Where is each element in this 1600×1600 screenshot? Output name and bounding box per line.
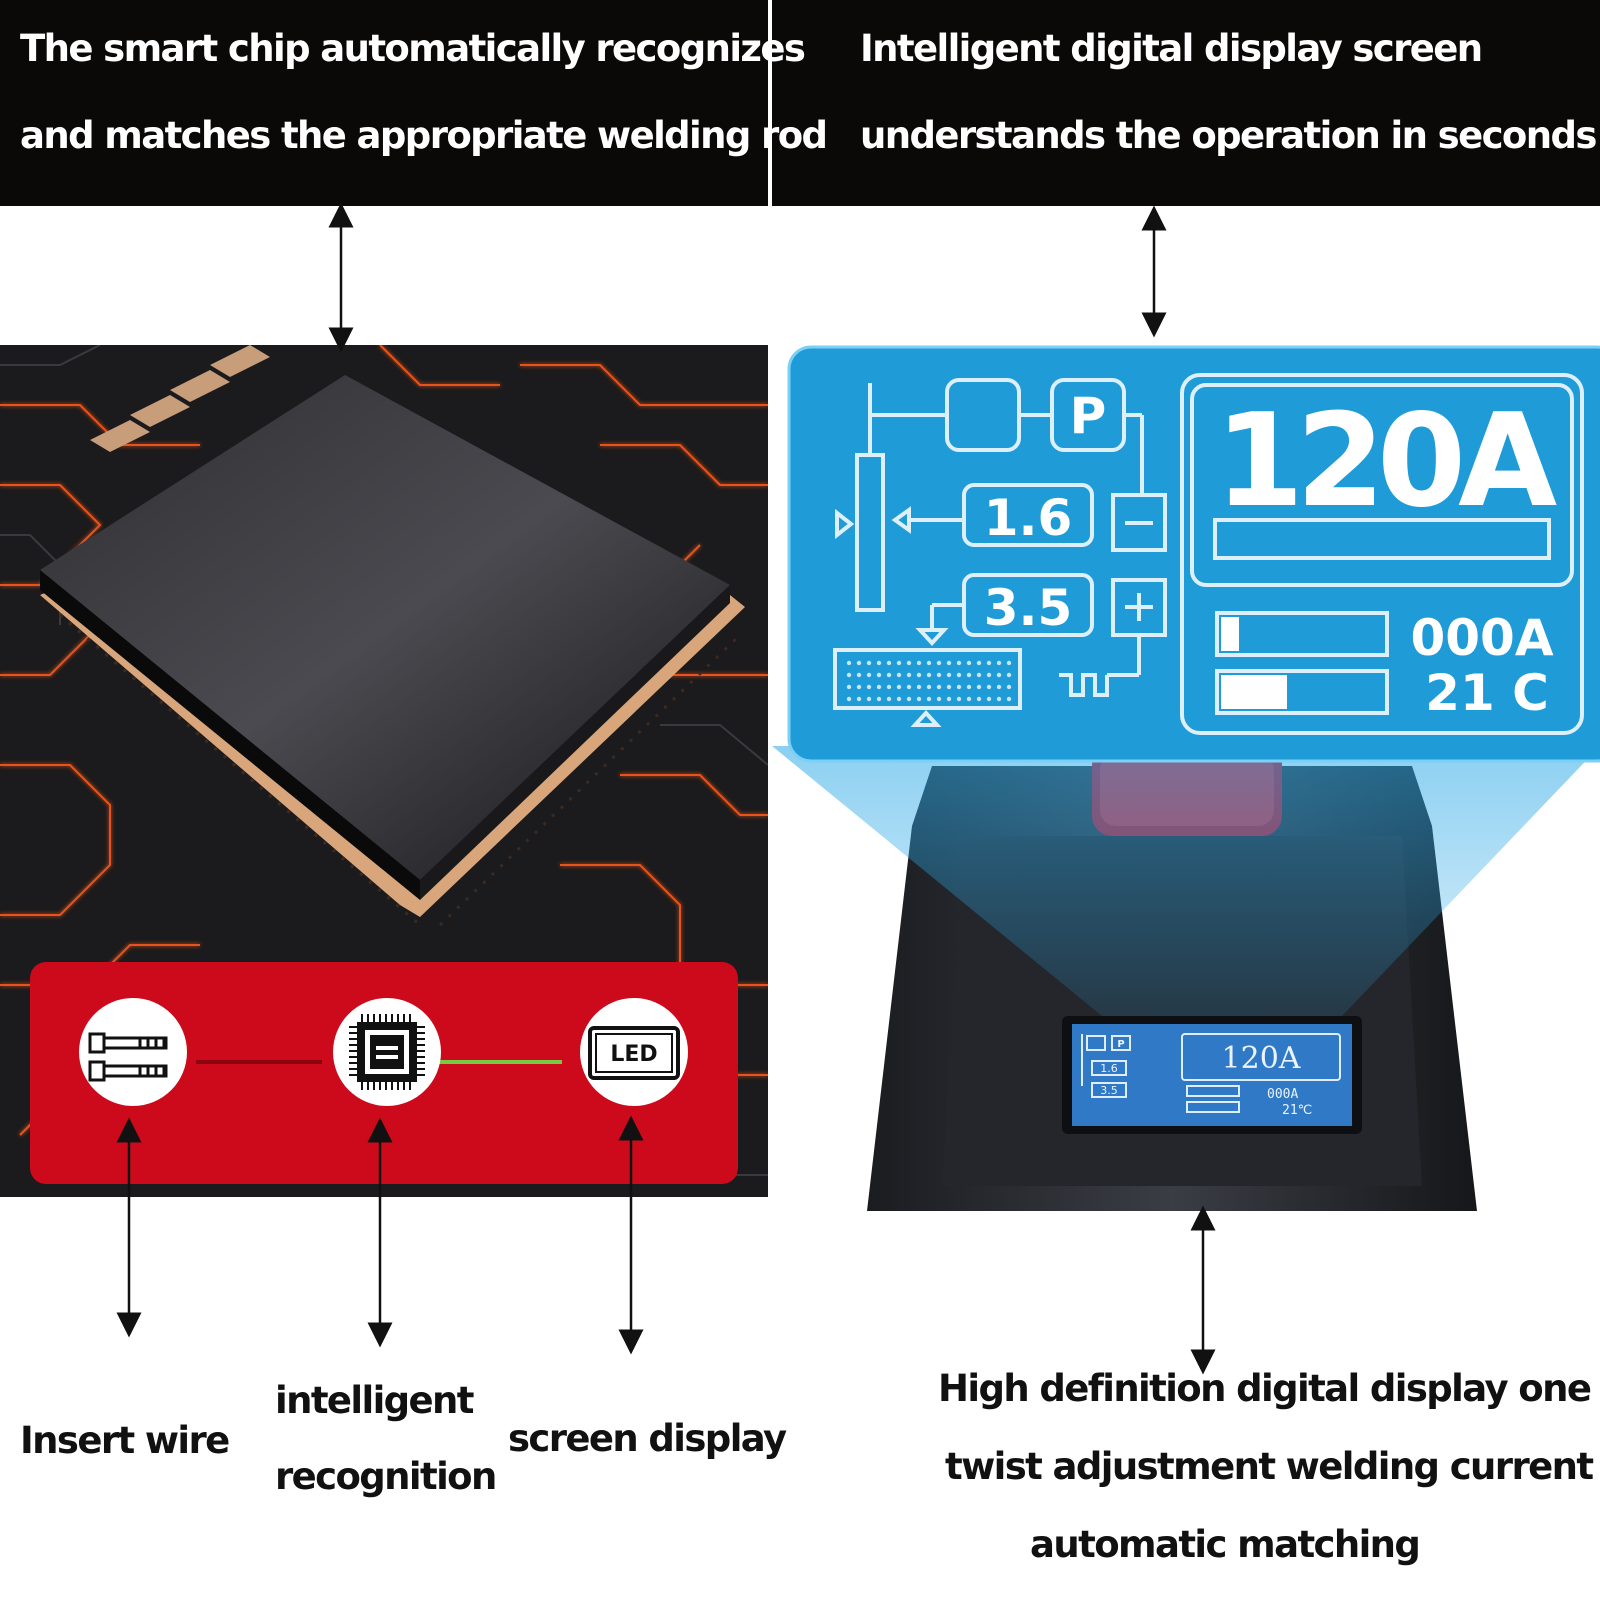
left-banner bbox=[0, 0, 768, 206]
left-banner-line2: and matches the appropriate welding rod bbox=[20, 114, 828, 157]
label-insert-wire: Insert wire bbox=[20, 1419, 230, 1462]
flow-panel: LED bbox=[30, 962, 738, 1184]
chip-illustration bbox=[0, 345, 768, 1197]
mini-temp: 21℃ bbox=[1282, 1103, 1312, 1118]
right-banner-line1: Intelligent digital display screen bbox=[860, 27, 1483, 70]
left-arrows bbox=[116, 202, 644, 1355]
led-screen-icon: LED bbox=[588, 1026, 680, 1080]
mini-rod-small: 1.6 bbox=[1100, 1062, 1118, 1075]
right-arrows bbox=[1141, 205, 1216, 1375]
display-temperature: 21 C bbox=[1425, 664, 1549, 722]
display-big-current: 120A bbox=[1215, 387, 1557, 536]
display-rod-large: 3.5 bbox=[984, 579, 1073, 637]
label-intelligent-line2: recognition bbox=[275, 1455, 497, 1498]
right-caption-line3: automatic matching bbox=[1030, 1523, 1421, 1566]
projected-display: P 1.6 3.5 120A 000A 21 C bbox=[787, 345, 1600, 763]
label-intelligent-line1: intelligent bbox=[275, 1379, 474, 1422]
welder-illustration: 120A 1.6 3.5 P 000A 21℃ bbox=[772, 746, 1600, 1211]
led-label: LED bbox=[610, 1042, 657, 1067]
mini-current: 120A bbox=[1222, 1041, 1301, 1076]
label-screen-display: screen display bbox=[508, 1417, 787, 1460]
mini-output: 000A bbox=[1267, 1087, 1298, 1102]
right-banner-line2: understands the operation in seconds bbox=[860, 114, 1597, 157]
right-caption-line1: High definition digital display one bbox=[938, 1367, 1592, 1410]
right-caption-line2: twist adjustment welding current bbox=[945, 1445, 1594, 1488]
mini-mode: P bbox=[1117, 1039, 1124, 1050]
right-banner bbox=[772, 0, 1600, 206]
chip-icon bbox=[349, 1014, 425, 1090]
display-output-current: 000A bbox=[1410, 609, 1553, 667]
dot-grid bbox=[846, 660, 1012, 702]
mini-rod-large: 3.5 bbox=[1100, 1084, 1118, 1097]
left-banner-line1: The smart chip automatically recognizes bbox=[20, 27, 806, 70]
display-mode-letter: P bbox=[1070, 387, 1107, 445]
display-rod-small: 1.6 bbox=[984, 489, 1073, 547]
bolts-icon bbox=[88, 1032, 168, 1082]
